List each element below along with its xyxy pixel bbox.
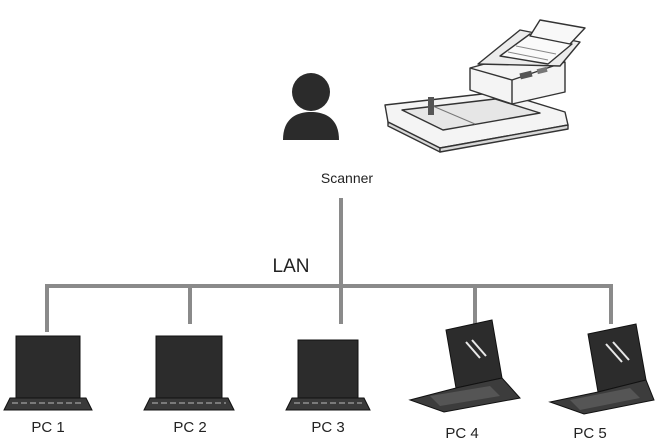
pc-label: PC 4 <box>445 425 478 442</box>
laptop-closed-icon <box>285 339 371 411</box>
pc-1: PC 1 <box>3 335 93 436</box>
pc-3: PC 3 <box>285 339 371 436</box>
scanner-label: Scanner <box>321 170 373 186</box>
pc-label: PC 3 <box>311 419 344 436</box>
pc-2: PC 2 <box>143 335 235 436</box>
laptop-closed-icon <box>143 335 235 411</box>
pc-label: PC 2 <box>173 419 206 436</box>
laptop-open-icon <box>548 323 655 415</box>
scanner-icon <box>384 19 586 153</box>
pc-4: PC 4 <box>408 319 521 442</box>
pc-label: PC 5 <box>573 425 606 442</box>
laptop-closed-icon <box>3 335 93 411</box>
user-icon <box>283 73 339 140</box>
lan-label: LAN <box>273 256 310 277</box>
pc-label: PC 1 <box>31 419 64 436</box>
pc-5: PC 5 <box>548 323 655 442</box>
lan-bus <box>45 198 613 332</box>
laptop-open-icon <box>408 319 521 413</box>
